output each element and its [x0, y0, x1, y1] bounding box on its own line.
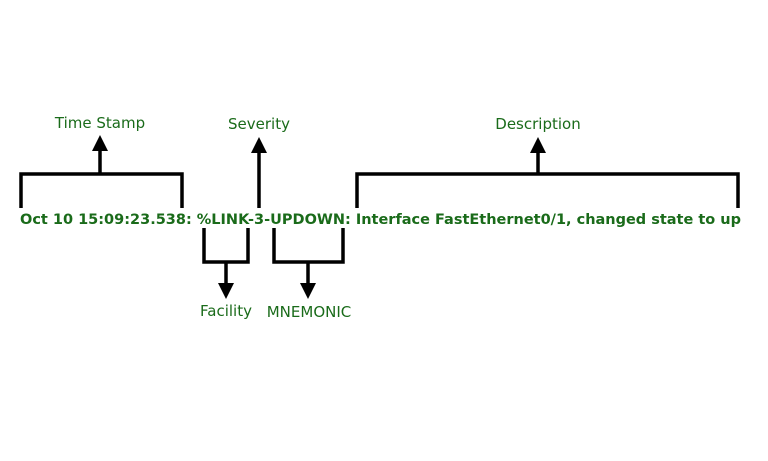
- severity-pointer: [251, 137, 267, 208]
- mnemonic-arrow-icon: [300, 283, 316, 299]
- time-stamp-arrow-icon: [92, 135, 108, 151]
- mnemonic-label: MNEMONIC: [267, 303, 352, 321]
- facility-arrow-icon: [218, 283, 234, 299]
- description-label: Description: [495, 115, 580, 133]
- time-stamp-label: Time Stamp: [54, 114, 145, 132]
- description-arrow-icon: [530, 137, 546, 153]
- mnemonic-bracket: [272, 228, 345, 299]
- severity-label: Severity: [228, 115, 290, 133]
- facility-label: Facility: [200, 302, 252, 320]
- syslog-message: Oct 10 15:09:23.538: %LINK-3-UPDOWN: Int…: [20, 212, 741, 228]
- description-bracket: [355, 137, 740, 208]
- time-stamp-bracket: [19, 135, 184, 208]
- facility-bracket: [202, 228, 250, 299]
- severity-arrow-icon: [251, 137, 267, 153]
